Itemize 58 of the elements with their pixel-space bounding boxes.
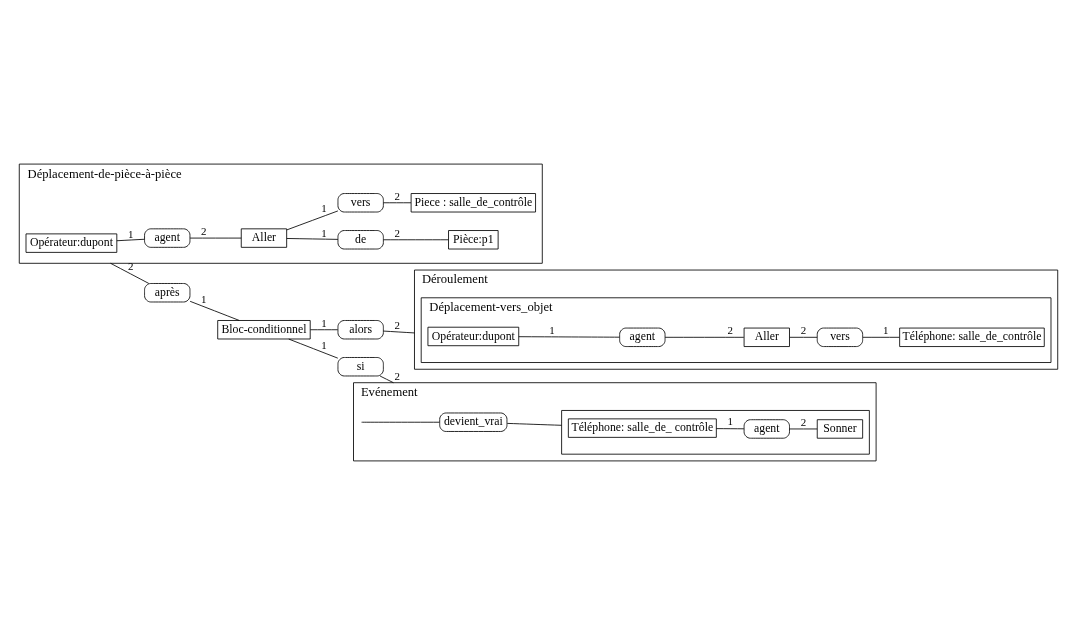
connector — [110, 262, 150, 284]
node-box: agent — [619, 327, 666, 347]
node-box: alors — [337, 320, 384, 340]
edge-label: 1 — [127, 227, 134, 240]
edge-label: 2 — [394, 369, 400, 382]
node-box: Aller — [240, 228, 288, 248]
connector — [288, 338, 339, 359]
node-box: Téléphone: salle_de_ contrôle — [567, 418, 717, 438]
node-box: Téléphone: salle_de_contrôle — [899, 327, 1045, 347]
node-box: si — [337, 357, 384, 377]
connector — [862, 336, 900, 338]
cluster — [561, 410, 870, 455]
node-box: Aller — [743, 327, 790, 347]
connector — [379, 375, 394, 384]
node-box: Pièce:p1 — [448, 230, 499, 250]
edge-label: 2 — [394, 189, 400, 202]
node-box: agent — [144, 228, 191, 248]
node-box: devient_vrai — [439, 412, 508, 432]
connector — [286, 238, 339, 240]
edge-label: 1 — [321, 226, 327, 239]
edge-label: 1 — [883, 324, 889, 337]
edge-label: 1 — [321, 316, 327, 329]
connector — [309, 329, 339, 331]
connector — [361, 421, 440, 423]
connector — [383, 330, 415, 334]
connector — [189, 300, 240, 321]
edge-label: 1 — [549, 324, 555, 337]
connector — [286, 210, 339, 231]
edge-label: 2 — [394, 226, 400, 239]
edge-label: 2 — [201, 225, 207, 238]
node-box: vers — [816, 327, 864, 347]
node-box: Opérateur:dupont — [427, 326, 520, 347]
node-box: vers — [337, 193, 384, 213]
connector — [116, 238, 145, 242]
edge-label: 1 — [727, 415, 733, 428]
node-box: de — [337, 230, 384, 250]
node-box: Piece : salle_de_contrôle — [410, 193, 536, 213]
connector — [789, 336, 818, 338]
edge-label: 1 — [321, 202, 327, 215]
connector — [518, 336, 620, 338]
node-box: Sonner — [816, 419, 864, 439]
edge-label: 1 — [321, 339, 327, 352]
connector — [664, 336, 745, 338]
connector — [789, 428, 818, 430]
edge-label: 2 — [800, 415, 807, 428]
edge-label: 2 — [394, 319, 400, 332]
connector — [506, 422, 563, 426]
node-box: agent — [743, 419, 790, 439]
node-box: Opérateur:dupont — [25, 233, 118, 253]
connector — [383, 202, 412, 204]
edge-label: 2 — [800, 324, 807, 337]
edge-label: 1 — [201, 293, 207, 306]
connector — [715, 428, 745, 430]
connector — [189, 237, 242, 239]
edge-label: 2 — [727, 324, 733, 337]
node-box: Bloc-conditionnel — [217, 320, 311, 340]
node-box: après — [144, 283, 191, 303]
connector — [383, 239, 449, 241]
